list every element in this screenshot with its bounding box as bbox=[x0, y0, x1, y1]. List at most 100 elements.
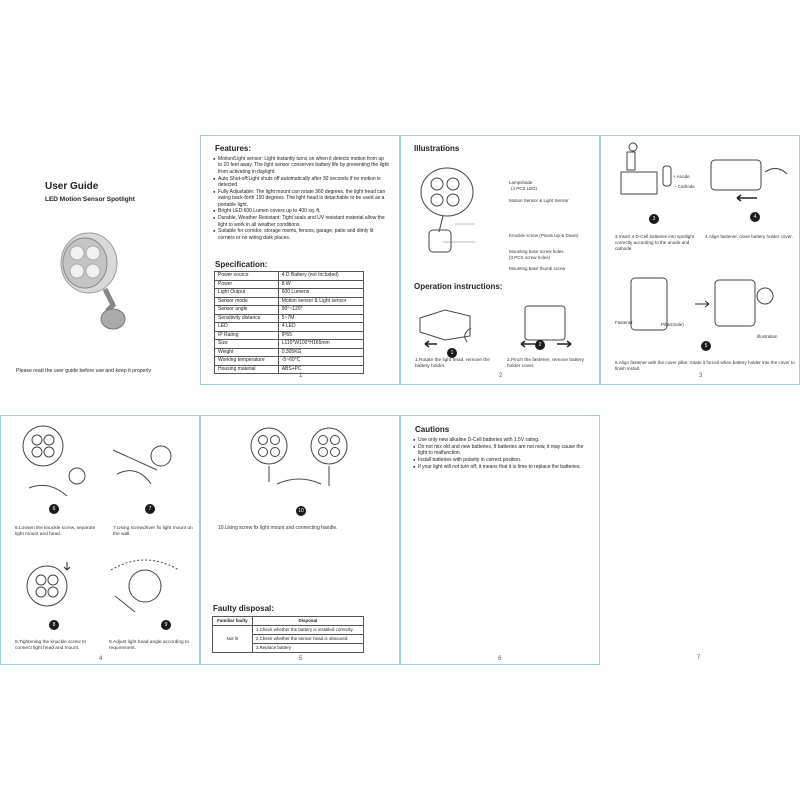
page-number: 7 bbox=[697, 655, 701, 661]
spotlight-product-image bbox=[60, 232, 126, 330]
step2-illustration bbox=[520, 305, 572, 348]
step-badge: 3 bbox=[649, 214, 659, 224]
step-badge: 10 bbox=[296, 506, 306, 516]
page-7: 7 bbox=[600, 415, 800, 665]
step-badge: 1 bbox=[447, 348, 457, 358]
faulty-disposal-table: Familiar faulty Disposal Not lit 1.Check… bbox=[212, 616, 365, 653]
cautions-list: Use only new alkaline D-Cell batteries w… bbox=[413, 437, 589, 471]
step9-illustration bbox=[110, 559, 180, 613]
step4-illustration bbox=[710, 159, 788, 202]
features-list: Motion/Light sensor: Light instantly tur… bbox=[213, 156, 389, 242]
page-number: 3 bbox=[699, 373, 703, 379]
step-badge: 5 bbox=[701, 341, 711, 351]
step5-caption: 5.Align fastener with the cover pillar, … bbox=[615, 360, 795, 371]
faulty-column-header: Familiar faulty bbox=[212, 616, 253, 626]
cover-note: Please read the user guide before use an… bbox=[16, 368, 151, 374]
spec-value: 600 Lumens bbox=[277, 288, 365, 298]
feature-item: Suitable for corridor, storage rooms, fe… bbox=[213, 228, 389, 241]
page-number: 5 bbox=[299, 656, 303, 662]
specification-heading: Specification: bbox=[215, 260, 268, 269]
fastener-label: Fastener bbox=[615, 320, 633, 325]
page-6: Cautions Use only new alkaline D-Cell ba… bbox=[400, 415, 600, 665]
feature-item: Durable, Weather Resistant: Tight seals … bbox=[213, 215, 389, 228]
step8-caption: 8.Tightening the knuckle screw to connec… bbox=[15, 640, 87, 651]
step3-caption: 3.Insert 4 D-Cell batteries into spotlig… bbox=[615, 234, 695, 251]
spec-value: 4 LED bbox=[277, 322, 365, 332]
page-number: 1 bbox=[299, 373, 303, 379]
cautions-heading: Cautions bbox=[415, 425, 450, 434]
anode-label: + Anode bbox=[673, 174, 690, 179]
caution-item: Use only new alkaline D-Cell batteries w… bbox=[413, 437, 589, 444]
feature-item: Fully Adjustable: The light mount can ro… bbox=[213, 189, 389, 208]
feature-item: Bright LED:600 Lumen covers up to 400 sq… bbox=[213, 208, 389, 215]
cover-subtitle: LED Motion Sensor Spotlight bbox=[45, 196, 135, 203]
feature-item: Auto Shut-off:Light shuts off automatica… bbox=[213, 176, 389, 189]
page-5: 10 10.Using screw fix light mount and co… bbox=[200, 415, 400, 665]
step1-illustration bbox=[419, 309, 472, 348]
spec-label: IP Rating bbox=[214, 330, 279, 340]
spec-label: Sensor angle bbox=[214, 305, 279, 315]
disposal-cell: 1.Check whether the battery is installed… bbox=[251, 625, 365, 635]
illustrations-heading: Illustrations bbox=[414, 144, 460, 153]
spec-value: IP65 bbox=[277, 330, 365, 340]
spec-label: Size bbox=[214, 339, 279, 349]
step10-caption: 10.Using screw fix light mount and conne… bbox=[218, 525, 338, 531]
spec-label: Light Output bbox=[214, 288, 279, 298]
label-screw-holes-count: (3 PCS screw holes) bbox=[509, 255, 551, 260]
caution-item: Install batteries with polarity in corre… bbox=[413, 457, 589, 464]
spec-label: Power bbox=[214, 279, 279, 289]
step6-illustration bbox=[22, 425, 86, 497]
page-2: Illustrations Lampshade (4 PCS LED) Moti… bbox=[400, 135, 600, 385]
step3-illustration bbox=[620, 142, 672, 195]
label-sensor: Motion Sensor & Light Sensor bbox=[509, 198, 569, 203]
step8-illustration bbox=[26, 562, 71, 607]
spec-value: L110*W100*H165mm bbox=[277, 339, 365, 349]
step6-caption: 6.Loosen the knuckle screw, separate lig… bbox=[15, 526, 96, 537]
cover-title: User Guide bbox=[45, 181, 99, 192]
page-1: Features: Motion/Light sensor: Light ins… bbox=[200, 135, 400, 385]
operation-heading: Operation instructions: bbox=[414, 282, 503, 291]
step-badge: 9 bbox=[161, 620, 171, 630]
step7-illustration bbox=[112, 445, 172, 485]
spec-label: Sensitivity distance bbox=[214, 313, 279, 323]
cathode-label: - Cathode bbox=[675, 184, 695, 189]
caution-item: Do not mix old and new batteries, If bat… bbox=[413, 444, 589, 457]
step9-caption: 9.Adjust light head angle according to r… bbox=[109, 640, 190, 651]
feature-item: Motion/Light sensor: Light instantly tur… bbox=[213, 156, 389, 175]
spec-value: -5~60°C bbox=[277, 356, 365, 366]
disposal-column-header: Disposal bbox=[251, 616, 365, 626]
features-heading: Features: bbox=[215, 144, 252, 153]
spec-value: 90°~120° bbox=[277, 305, 365, 315]
spec-label: Working temperature bbox=[214, 356, 279, 366]
step1-caption: 1.Rotate the light head, remove the batt… bbox=[415, 358, 490, 369]
illustration-label: Illustration bbox=[757, 334, 778, 339]
spec-value: 8 W bbox=[277, 279, 365, 289]
step-badge: 7 bbox=[145, 504, 155, 514]
label-screw-holes: Mounting base screw holes bbox=[509, 249, 564, 254]
faulty-disposal-heading: Faulty disposal: bbox=[213, 604, 274, 613]
spec-value: 4 D Battery (not Included) bbox=[277, 271, 365, 281]
spec-row: Working temperature-5~60°C bbox=[214, 356, 365, 366]
spec-value: Motion sensor & Light sensor bbox=[277, 296, 365, 306]
fault-cell: Not lit bbox=[212, 625, 253, 653]
label-thumb-screw: Mounting base thumb screw bbox=[509, 266, 566, 271]
label-lampshade: Lampshade bbox=[509, 180, 533, 185]
spec-label: Power source bbox=[214, 271, 279, 281]
step-badge: 2 bbox=[535, 340, 545, 350]
spec-label: Sensor mode bbox=[214, 296, 279, 306]
disposal-cell: 2.Check whether the sensor head is obscu… bbox=[251, 634, 365, 644]
step2-caption: 2.Pinch the fastener, remove battery hol… bbox=[507, 358, 585, 369]
spec-value: ABS+PC bbox=[277, 364, 365, 374]
caution-item: If your light will not turn off, it mean… bbox=[413, 464, 589, 471]
step-badge: 4 bbox=[750, 212, 760, 222]
label-knuckle-screw: Knuckle screw (Pivots Up & Down) bbox=[509, 233, 579, 238]
page-number: 6 bbox=[498, 656, 502, 662]
disposal-cell: 3.Replace battery bbox=[251, 643, 365, 653]
